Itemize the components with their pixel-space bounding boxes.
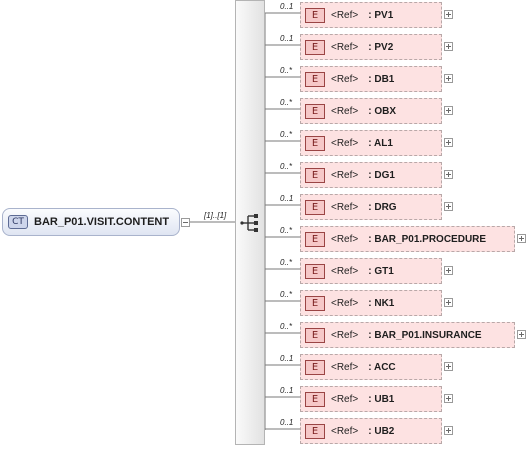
element-cardinality: 0..* [280,226,293,235]
element-ref-label: <Ref> [331,425,359,437]
element-icon: E [305,231,325,247]
element-ref-label: <Ref> [331,393,359,405]
element-box[interactable]: E <Ref> : BAR_P01.PROCEDURE [300,226,515,252]
element-ref-label: <Ref> [331,297,359,309]
element-cardinality: 0..* [280,162,293,171]
element-name: : GT1 [368,265,394,277]
element-ref-label: <Ref> [331,41,359,53]
element-cardinality: 0..1 [280,386,294,395]
element-ref-label: <Ref> [331,233,359,245]
element-ref-label: <Ref> [331,73,359,85]
element-box[interactable]: E <Ref> : GT1 [300,258,442,284]
element-name: : ACC [368,361,396,373]
expand-icon[interactable] [444,170,453,179]
element-icon: E [305,103,325,119]
element-name: : AL1 [368,137,393,149]
expand-icon[interactable] [444,298,453,307]
element-icon: E [305,71,325,87]
expand-icon[interactable] [444,202,453,211]
element-name: : BAR_P01.PROCEDURE [368,233,487,245]
expand-icon[interactable] [517,234,526,243]
element-cardinality: 0..* [280,322,293,331]
element-box[interactable]: E <Ref> : AL1 [300,130,442,156]
element-name: : OBX [368,105,397,117]
element-ref-label: <Ref> [331,361,359,373]
element-ref-label: <Ref> [331,169,359,181]
element-ref-label: <Ref> [331,137,359,149]
element-cardinality: 0..1 [280,354,294,363]
element-box[interactable]: E <Ref> : PV1 [300,2,442,28]
element-box[interactable]: E <Ref> : BAR_P01.INSURANCE [300,322,515,348]
element-ref-label: <Ref> [331,201,359,213]
element-name: : DB1 [368,73,395,85]
expand-icon[interactable] [444,106,453,115]
complex-type-name: BAR_P01.VISIT.CONTENT [34,216,170,228]
sequence-cardinality: [1]..[1] [204,211,227,220]
element-icon: E [305,167,325,183]
expand-icon[interactable] [444,362,453,371]
element-cardinality: 0..* [280,290,293,299]
element-icon: E [305,359,325,375]
element-icon: E [305,327,325,343]
expand-icon[interactable] [444,426,453,435]
element-cardinality: 0..* [280,258,293,267]
element-icon: E [305,39,325,55]
element-name: : PV2 [368,41,394,53]
element-box[interactable]: E <Ref> : OBX [300,98,442,124]
element-cardinality: 0..* [280,98,293,107]
element-box[interactable]: E <Ref> : UB1 [300,386,442,412]
element-icon: E [305,391,325,407]
expand-icon[interactable] [444,74,453,83]
element-icon: E [305,423,325,439]
element-box[interactable]: E <Ref> : ACC [300,354,442,380]
element-ref-label: <Ref> [331,329,359,341]
expand-icon[interactable] [444,10,453,19]
element-name: : UB1 [368,393,395,405]
element-name: : DG1 [368,169,395,181]
element-cardinality: 0..1 [280,34,294,43]
element-name: : DRG [368,201,397,213]
element-box[interactable]: E <Ref> : PV2 [300,34,442,60]
sequence-icon[interactable] [240,212,262,234]
element-icon: E [305,7,325,23]
element-box[interactable]: E <Ref> : DB1 [300,66,442,92]
element-name: : BAR_P01.INSURANCE [368,329,482,341]
expand-icon[interactable] [444,42,453,51]
element-ref-label: <Ref> [331,105,359,117]
element-icon: E [305,199,325,215]
element-cardinality: 0..* [280,66,293,75]
element-icon: E [305,263,325,279]
element-name: : UB2 [368,425,395,437]
expand-icon[interactable] [444,394,453,403]
element-ref-label: <Ref> [331,265,359,277]
element-cardinality: 0..* [280,130,293,139]
element-icon: E [305,295,325,311]
complex-type-box[interactable]: CT BAR_P01.VISIT.CONTENT [2,208,180,236]
element-cardinality: 0..1 [280,418,294,427]
element-box[interactable]: E <Ref> : UB2 [300,418,442,444]
element-name: : PV1 [368,9,394,21]
element-cardinality: 0..1 [280,2,294,11]
expand-icon[interactable] [444,266,453,275]
expand-icon[interactable] [444,138,453,147]
element-box[interactable]: E <Ref> : DG1 [300,162,442,188]
element-cardinality: 0..1 [280,194,294,203]
element-icon: E [305,135,325,151]
element-box[interactable]: E <Ref> : DRG [300,194,442,220]
element-ref-label: <Ref> [331,9,359,21]
element-name: : NK1 [368,297,395,309]
expand-icon[interactable] [517,330,526,339]
collapse-icon[interactable] [181,218,190,227]
complex-type-icon: CT [8,215,28,229]
element-box[interactable]: E <Ref> : NK1 [300,290,442,316]
